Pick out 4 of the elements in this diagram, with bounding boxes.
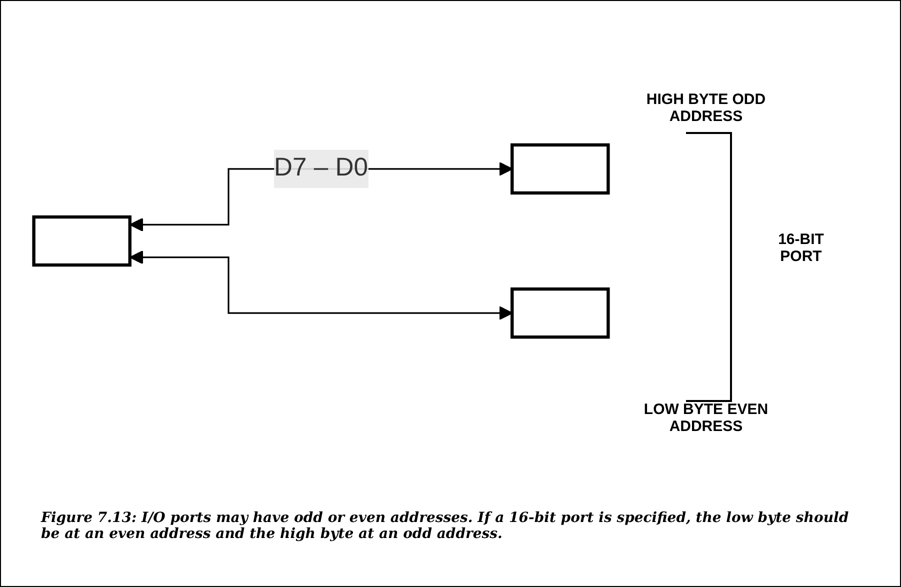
byte-label: HIGH BYTE ODD ADDRESS <box>645 91 767 125</box>
figure-caption: Figure 7.13: I/O ports may have odd or even addresses. If a 16-bit port is specified, the low byte should be at an even address and the high byte at an odd address. <box>41 510 850 542</box>
port-label: 16-BIT PORT <box>777 231 825 265</box>
byte-label: LOW BYTE EVEN ADDRESS <box>642 401 770 435</box>
